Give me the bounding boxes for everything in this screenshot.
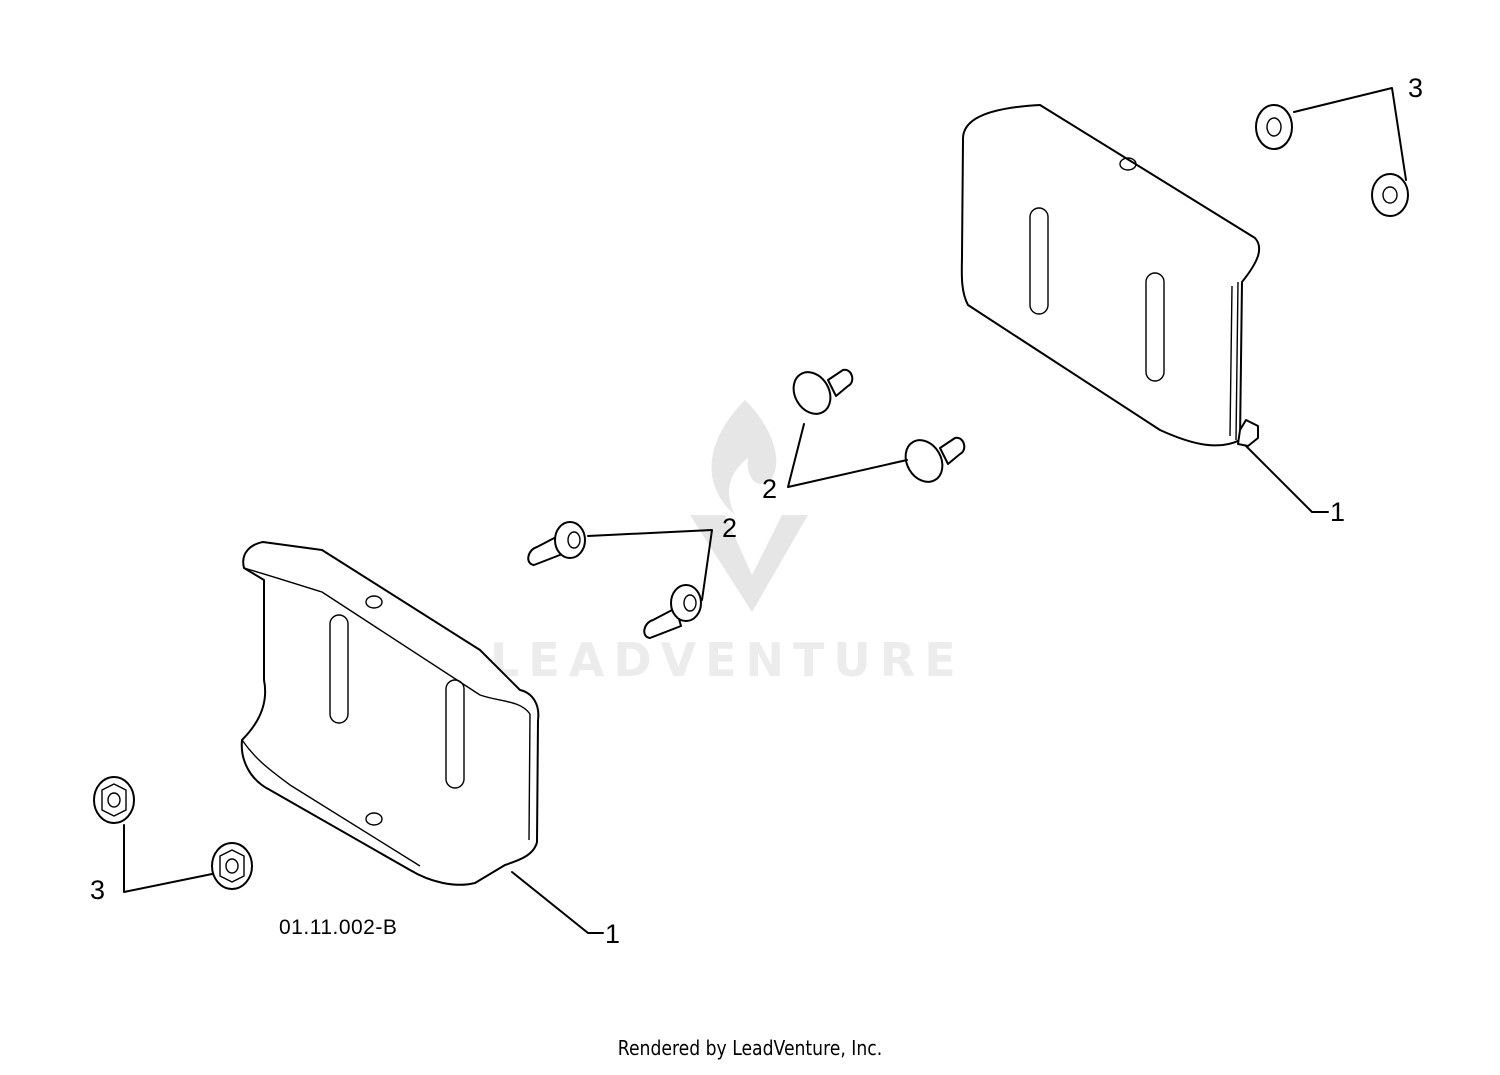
flange-nut-right-1[interactable] [1255,104,1293,150]
carriage-bolt-upper-1[interactable] [786,365,854,420]
flange-bolt-lower-2[interactable] [643,584,702,639]
callout-nuts-right: 3 [1408,73,1423,103]
carriage-bolt-upper-2[interactable] [898,433,966,488]
flange-bolt-lower-1[interactable] [527,521,586,566]
drawing-code: 01.11.002-B [279,916,397,939]
skid-shoe-left[interactable] [240,541,540,886]
callout-bolts-upper: 2 [762,474,777,504]
flange-nut-right-2[interactable] [1371,173,1409,217]
skid-shoe-right[interactable] [960,104,1261,447]
callout-shoe-right: 1 [1330,497,1345,527]
leader-lines [123,87,1407,934]
leadventure-watermark: LEADVENTURE [490,400,965,687]
callout-nuts-left: 3 [90,875,105,905]
flange-nut-left-2[interactable] [211,842,253,890]
watermark-v-icon [690,515,808,612]
watermark-text: LEADVENTURE [490,633,965,687]
callout-shoe-left: 1 [605,919,620,949]
callout-bolts-lower: 2 [722,513,737,543]
watermark-flame-icon [711,400,777,515]
render-credit: Rendered by LeadVenture, Inc. [617,1036,883,1060]
flange-nut-left-1[interactable] [93,776,135,824]
